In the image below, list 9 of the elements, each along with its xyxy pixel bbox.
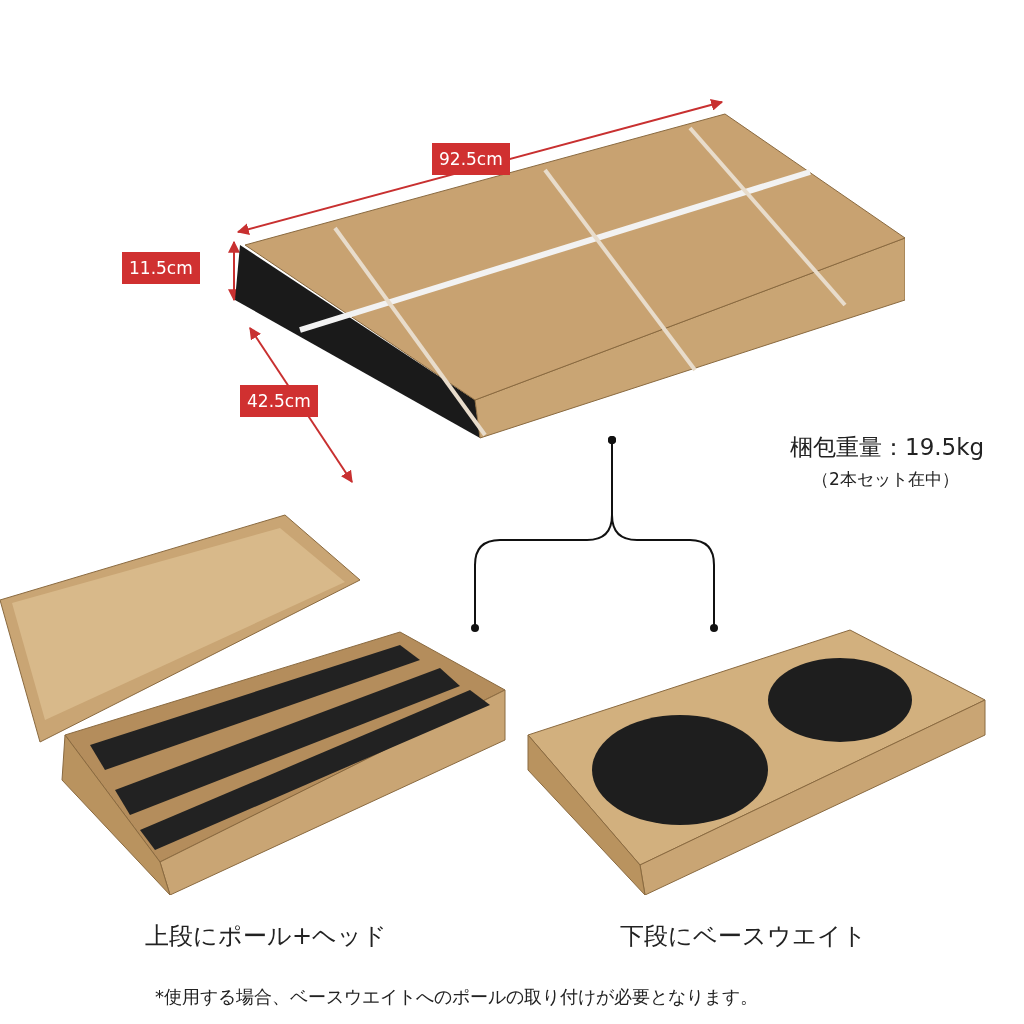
node-label: 上段にポール+ヘッド xyxy=(145,921,388,952)
weight-text: 梱包重量：19.5kg xyxy=(790,433,985,462)
node-label: 下段にベースウエイト xyxy=(620,921,867,952)
dimension-label: 11.5cm xyxy=(122,252,200,284)
note-text: （2本セット在中） xyxy=(812,468,959,491)
dimension-label: 42.5cm xyxy=(240,385,318,417)
bracket-connector xyxy=(608,436,718,632)
footnote: *使用する場合、ベースウエイトへのポールの取り付けが必要となります。 xyxy=(155,985,758,1009)
dimension-label: 92.5cm xyxy=(432,143,510,175)
